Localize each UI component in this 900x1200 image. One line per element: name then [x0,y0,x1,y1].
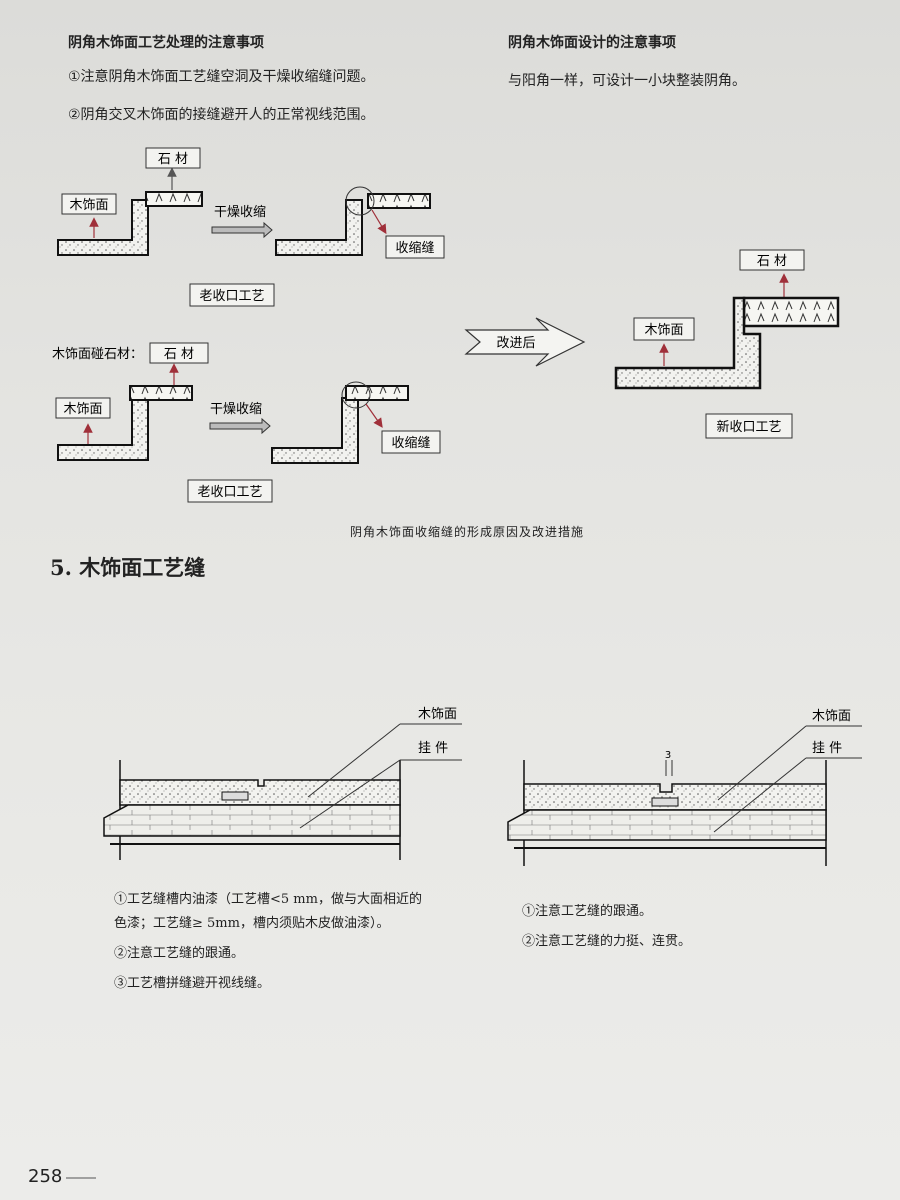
improve-arrow: 改进后 [464,317,586,367]
new-caption: 新收口工艺 [716,419,781,435]
d2-gap-label: 收缩缝 [391,435,430,451]
s5-left-notes: ①工艺缝槽内油漆（工艺槽<5 mm，做与大面相近的 色漆；工艺缝≥ 5mm，槽内… [114,888,494,996]
s5r-wood-label: 木饰面 [812,709,851,724]
old-joint-diagram-1: 石 材 木饰面 干燥收缩 收缩缝 老收口工艺 [57,147,445,307]
seam-figure-right: 3 木饰面 挂 件 [507,709,862,866]
s5-right-note-1: ①注意工艺缝的跟通。 [522,904,653,919]
s5-left-note-2: ②注意工艺缝的跟通。 [114,946,245,961]
d2-caption: 老收口工艺 [197,485,262,500]
d2-process-arrow [209,417,271,435]
new-joint-diagram: 石 材 木饰面 新收口工艺 [614,249,840,439]
d1-dry-label: 干燥收缩 [214,204,266,220]
figure-caption: 阴角木饰面收缩缝的形成原因及改进措施 [350,525,585,539]
d2-dry-label: 干燥收缩 [210,401,262,417]
page-number: 258 [28,1166,63,1187]
d2-stone-label: 石 材 [164,347,194,362]
seam-figure-left: 木饰面 挂 件 [103,707,462,860]
d1-gap-label: 收缩缝 [395,240,434,256]
s5-left-note-1a: ①工艺缝槽内油漆（工艺槽<5 mm，做与大面相近的 [114,892,422,907]
left-note-2: ②阴角交叉木饰面的接缝避开人的正常视线范围。 [68,107,375,123]
stone-slab [145,191,203,207]
d2-prefix-label: 木饰面碰石材： [52,347,143,362]
d1-caption: 老收口工艺 [199,289,264,304]
left-note-1: ①注意阴角木饰面工艺缝空洞及干燥收缩缝问题。 [68,69,375,85]
d1-stone-label: 石 材 [158,152,188,167]
s5l-hanger-label: 挂 件 [418,741,448,756]
right-notes-title: 阴角木饰面设计的注意事项 [508,35,676,51]
s5-right-notes: ①注意工艺缝的跟通。 ②注意工艺缝的力挺、连贯。 [522,900,862,954]
s5-left-note-1b: 色漆；工艺缝≥ 5mm，槽内须贴木皮做油漆）。 [114,916,390,931]
new-wood-label: 木饰面 [644,323,683,338]
d2-wood-label: 木饰面 [63,402,102,417]
s5-right-note-2: ②注意工艺缝的力挺、连贯。 [522,934,692,949]
old-joint-diagram-2: 木饰面碰石材： 石 材 木饰面 干燥收缩 收缩缝 老收口工艺 [52,342,441,503]
s5r-hanger-label: 挂 件 [812,741,842,756]
section-heading: 5. 木饰面工艺缝 [50,555,206,580]
s5r-dim-label: 3 [665,750,671,761]
right-note-1: 与阳角一样，可设计一小块整装阴角。 [508,73,746,89]
d1-process-arrow [211,221,273,239]
left-notes-title: 阴角木饰面工艺处理的注意事项 [68,35,264,51]
s5-left-note-3: ③工艺槽拼缝避开视线缝。 [114,976,271,991]
improve-label: 改进后 [496,336,535,351]
new-stone-label: 石 材 [757,254,787,269]
s5l-wood-label: 木饰面 [418,707,457,722]
d1-wood-label: 木饰面 [69,198,108,213]
